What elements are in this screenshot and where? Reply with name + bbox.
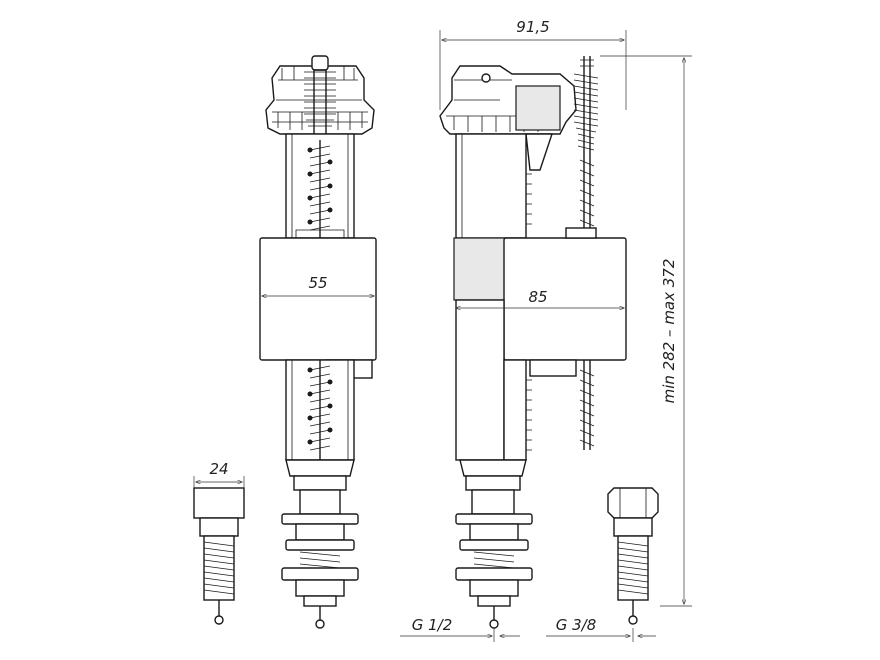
- dimension-height: min 282 – max 372: [600, 55, 692, 607]
- dimension-label-float-left: 55: [308, 274, 327, 292]
- valve-front-view: [259, 55, 377, 629]
- dimension-nut-width: 24: [193, 460, 245, 488]
- threaded-rod-lower: [579, 360, 595, 450]
- dimension-float-left: 55: [262, 274, 374, 296]
- connector-nut-left: [193, 487, 245, 625]
- spring-upper: [307, 140, 333, 238]
- dimension-width-top: 91,5: [439, 18, 627, 110]
- dimension-thread-left: G 1/2: [400, 616, 520, 642]
- dimension-label-float-right: 85: [528, 288, 547, 306]
- dimension-thread-right: G 3/8: [546, 616, 656, 642]
- dimension-label-thread-right: G 3/8: [556, 616, 597, 634]
- dimension-label-height: min 282 – max 372: [660, 259, 678, 404]
- connector-nut-right: [607, 487, 659, 625]
- dimension-label-width-top: 91,5: [516, 18, 549, 36]
- valve-side-view: [439, 56, 627, 629]
- dimension-label-nut-width: 24: [209, 460, 228, 478]
- dimension-label-thread-left: G 1/2: [412, 616, 453, 634]
- spring-lower: [307, 360, 333, 460]
- threaded-rod: [573, 56, 599, 240]
- dimension-float-right: 85: [456, 288, 624, 308]
